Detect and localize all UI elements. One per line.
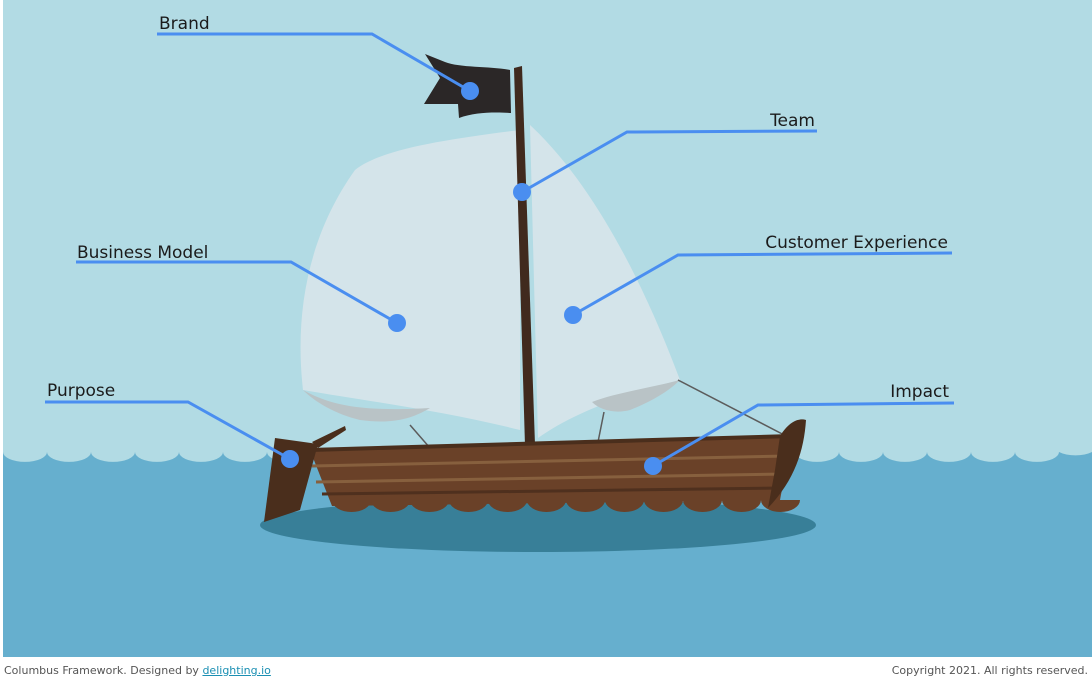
right-sail-fold: [592, 380, 680, 412]
pointer-line: [157, 32, 471, 93]
pointer-dot: [644, 457, 662, 475]
pointer-dot: [281, 450, 299, 468]
hull: [264, 419, 806, 522]
footer-credit: Columbus Framework. Designed by delighti…: [4, 664, 271, 677]
rigging-line: [677, 379, 791, 439]
mast: [514, 66, 535, 446]
left-sail-fold: [303, 390, 430, 422]
label-impact: Impact: [644, 382, 955, 475]
rigging-line: [597, 411, 605, 443]
footer-copyright: Copyright 2021. All rights reserved.: [891, 664, 1088, 677]
label-purpose: Purpose: [45, 381, 299, 468]
pointer-dot: [513, 183, 531, 201]
pointer-dot: [564, 306, 582, 324]
delighting-link[interactable]: delighting.io: [202, 664, 271, 677]
rigging-line: [409, 424, 431, 449]
label-text: Purpose: [47, 381, 115, 401]
hull-scallops: [332, 500, 800, 512]
boat-shadow: [260, 498, 816, 552]
pointer-line: [652, 401, 955, 468]
label-text: Customer Experience: [765, 233, 948, 253]
left-sail: [300, 130, 520, 430]
columbus-ship-diagram: Brand Team Business Model Customer Exper…: [3, 0, 1092, 657]
label-team: Team: [513, 111, 818, 201]
pointer-line: [76, 260, 398, 325]
pointer-line: [45, 400, 291, 461]
label-customer-experience: Customer Experience: [564, 233, 953, 324]
label-brand: Brand: [157, 14, 479, 100]
pointer-line: [572, 251, 953, 317]
label-business-model: Business Model: [76, 243, 406, 332]
pointer-dot: [388, 314, 406, 332]
label-text: Impact: [890, 382, 949, 402]
footer-credit-text: Columbus Framework. Designed by: [4, 664, 199, 677]
footer: Columbus Framework. Designed by delighti…: [0, 657, 1092, 685]
label-text: Business Model: [77, 243, 208, 263]
label-text: Team: [769, 111, 815, 131]
pointer-line: [521, 129, 818, 194]
right-sail: [530, 125, 680, 438]
pointer-dot: [461, 82, 479, 100]
label-text: Brand: [159, 14, 210, 34]
